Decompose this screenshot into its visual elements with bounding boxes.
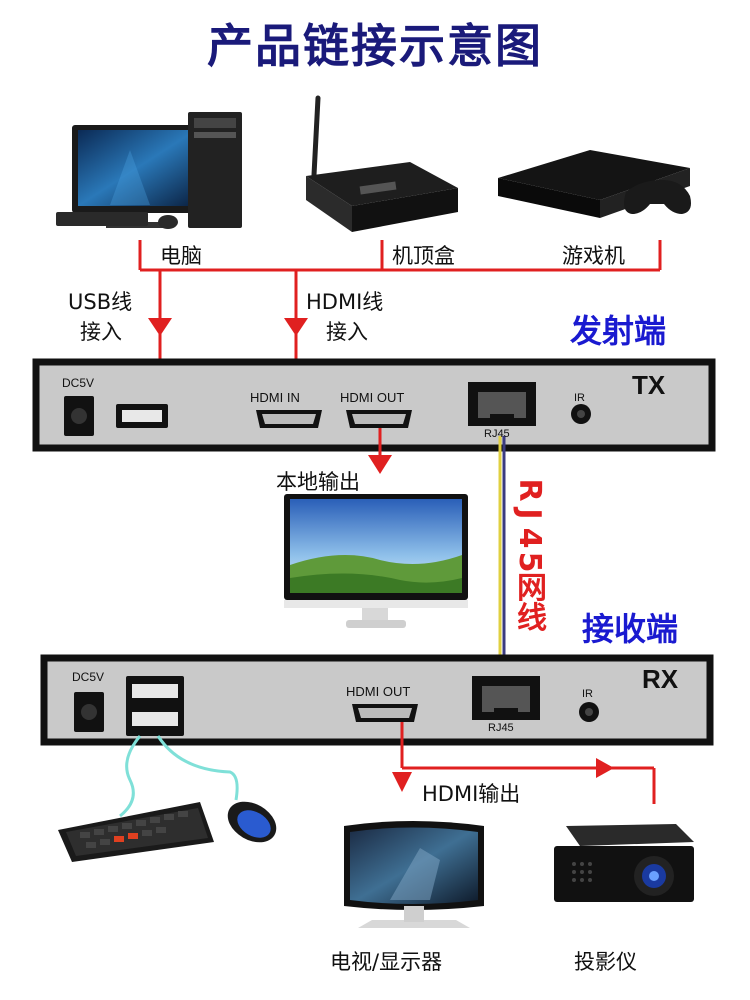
usb-access-label: 接入 [80,320,122,344]
rx-panel [40,654,714,746]
tx-rj45-label: RJ45 [484,428,510,440]
source-label-console: 游戏机 [562,244,625,268]
tv-monitor-icon [344,821,484,928]
hdmi-access-label: 接入 [326,320,368,344]
rx-side-label: 接收端 [582,610,679,648]
tx-badge: TX [632,370,666,400]
local-monitor-icon [284,494,468,628]
rx-hdmi-out-label: HDMI OUT [346,684,411,699]
game-console-icon [498,150,691,218]
rx-rj45-label: RJ45 [488,722,514,734]
projector-label: 投影仪 [574,950,637,974]
down-arrows [148,318,308,336]
usb-cables [119,735,239,818]
rj45-cable-label: R J 4 5 网 线 [512,478,552,634]
local-output-label: 本地输出 [276,470,360,494]
usb-line-label: USB线 [68,290,133,314]
tx-dc-label: DC5V [62,376,95,390]
rx-dc-label: DC5V [72,670,105,684]
cable-char-6: 线 [517,601,547,636]
rj45-cable [498,436,506,670]
keyboard-icon [58,802,214,862]
cable-char-5: 网 [517,571,547,606]
hdmi-output-label: HDMI输出 [422,782,521,806]
set-top-box-icon [306,95,458,232]
tx-side-label: 发射端 [570,312,667,350]
tx-hdmi-in-label: HDMI IN [250,390,300,405]
mouse-icon [227,801,277,843]
tx-hdmi-out-label: HDMI OUT [340,390,405,405]
tx-panel [32,358,716,452]
projector-icon [554,824,694,902]
page-title: 产品链接示意图 [207,19,543,73]
tx-ir-label: IR [574,392,585,404]
source-label-stb: 机顶盒 [392,244,455,268]
cable-char-4: 5 [512,551,547,573]
pc-icon [56,112,242,229]
rx-ir-label: IR [582,688,593,700]
rx-badge: RX [642,664,679,694]
local-output-arrow [368,428,392,474]
source-label-pc: 电脑 [160,244,202,268]
hdmi-output-arrow [392,722,656,804]
tv-monitor-label: 电视/显示器 [330,950,443,974]
hdmi-line-label: HDMI线 [306,290,384,314]
